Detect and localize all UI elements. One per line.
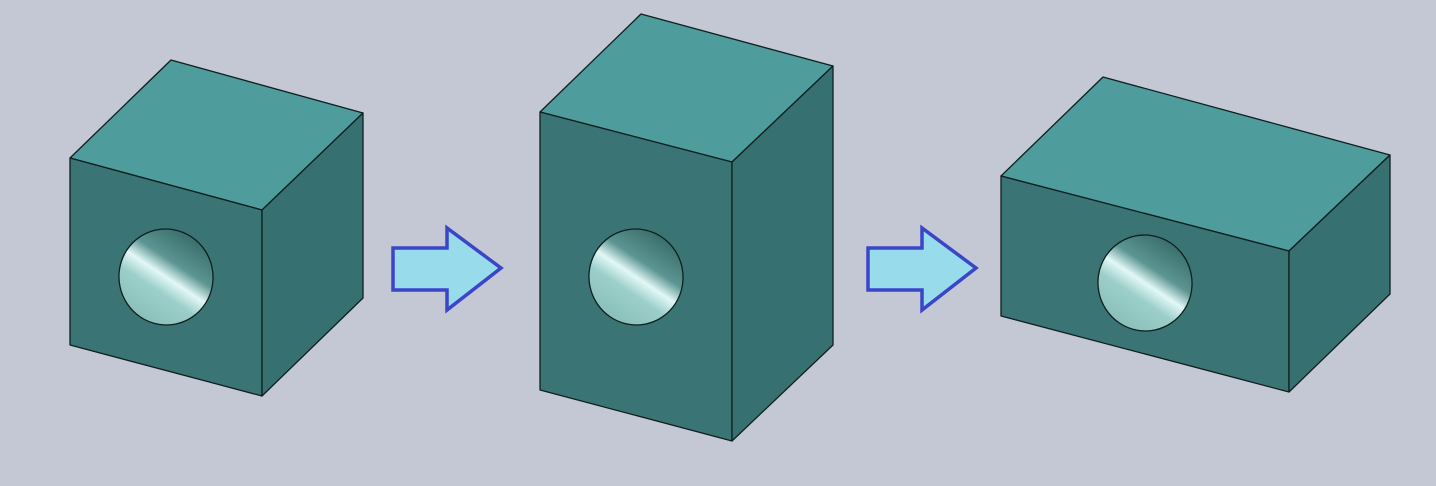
cube-block <box>69 59 364 397</box>
cube-side-face <box>261 112 364 397</box>
arrow-1-shape <box>391 224 504 314</box>
wide-block-side-face <box>1288 154 1391 393</box>
right-arrow-icon <box>391 224 504 314</box>
tall-block-side-face <box>731 65 834 442</box>
tall-block <box>539 13 834 442</box>
wide-block <box>1000 76 1391 393</box>
tall-block-hole <box>588 228 684 326</box>
arrow-2-shape <box>866 224 979 314</box>
wide-block-hole <box>1097 234 1193 332</box>
right-arrow-icon <box>866 224 979 314</box>
cube-hole <box>118 228 214 326</box>
